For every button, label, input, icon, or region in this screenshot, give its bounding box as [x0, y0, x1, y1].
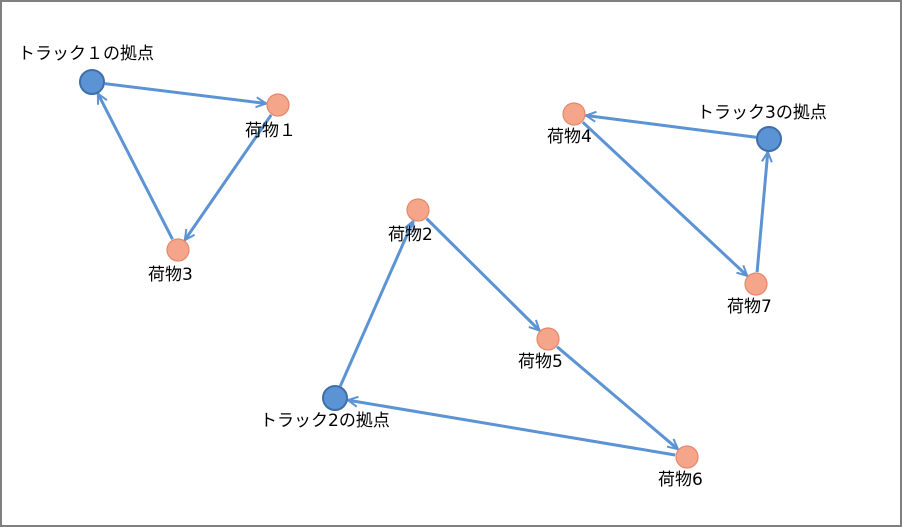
- cargo2-node: [406, 198, 430, 222]
- route-edges: [96, 82, 768, 457]
- cargo6-node: [675, 445, 699, 469]
- depot1-node: [79, 69, 105, 95]
- route-edge-cargo6-to-depot2: [348, 400, 676, 457]
- route-edge-cargo4-to-cargo7: [581, 121, 747, 276]
- cargo5-label: 荷物5: [518, 352, 563, 372]
- route-edge-cargo5-to-cargo6: [556, 345, 678, 449]
- cargo4-label: 荷物4: [547, 127, 592, 147]
- depot3-label: トラック3の拠点: [697, 103, 827, 123]
- cargo3-label: 荷物3: [148, 265, 193, 285]
- depot2-node: [322, 385, 348, 411]
- route-edge-depot3-to-cargo4: [586, 116, 757, 139]
- depot1-label: トラック１の拠点: [18, 44, 154, 64]
- route-edge-cargo3-to-depot1: [96, 94, 174, 240]
- cargo6-label: 荷物6: [658, 470, 703, 490]
- cargo7-label: 荷物7: [727, 297, 772, 317]
- cargo3-node: [166, 238, 190, 262]
- route-edge-depot2-to-cargo2: [338, 221, 413, 387]
- route-edge-depot1-to-cargo1: [104, 82, 266, 104]
- route-nodes: [79, 69, 782, 469]
- cargo4-node: [562, 102, 586, 126]
- route-edge-cargo1-to-cargo3: [185, 114, 273, 240]
- route-edge-cargo7-to-depot3: [755, 152, 768, 273]
- cargo1-node: [266, 93, 290, 117]
- depot3-node: [756, 126, 782, 152]
- depot2-label: トラック2の拠点: [260, 411, 390, 431]
- route-edge-cargo2-to-cargo5: [425, 217, 540, 331]
- cargo2-label: 荷物2: [388, 225, 433, 245]
- cargo7-node: [744, 272, 768, 296]
- cargo5-node: [536, 327, 560, 351]
- cargo1-label: 荷物１: [245, 121, 296, 141]
